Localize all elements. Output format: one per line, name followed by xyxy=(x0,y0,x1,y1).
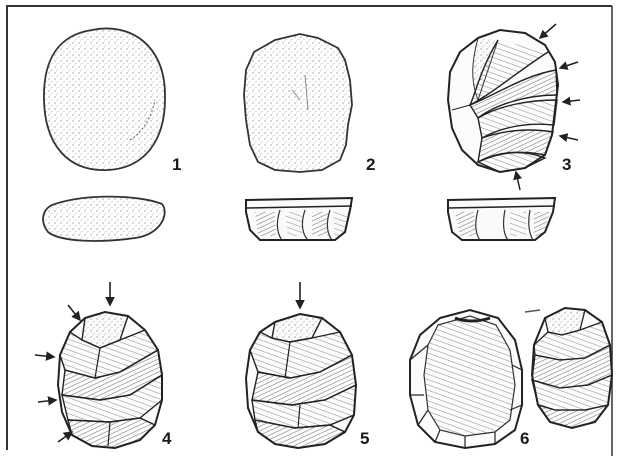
figure-label-2: 2 xyxy=(366,156,375,173)
core-prepared-side-view xyxy=(448,198,555,240)
flake-ventral-view xyxy=(410,310,522,448)
figure-label-5: 5 xyxy=(360,430,369,447)
figure-label-1: 1 xyxy=(172,156,181,173)
core-final-strike-view xyxy=(246,314,356,448)
disc-side-view xyxy=(246,198,352,240)
pebble-side-view xyxy=(43,197,165,241)
figure-label-6: 6 xyxy=(520,430,529,447)
figure-label-4: 4 xyxy=(162,430,171,447)
core-prepared-top-view xyxy=(448,30,558,172)
pebble-top-view xyxy=(44,28,165,170)
disc-top-view xyxy=(244,34,352,172)
figure-label-3: 3 xyxy=(562,156,571,173)
core-struck-view xyxy=(58,312,162,448)
residual-core-view xyxy=(525,308,612,428)
